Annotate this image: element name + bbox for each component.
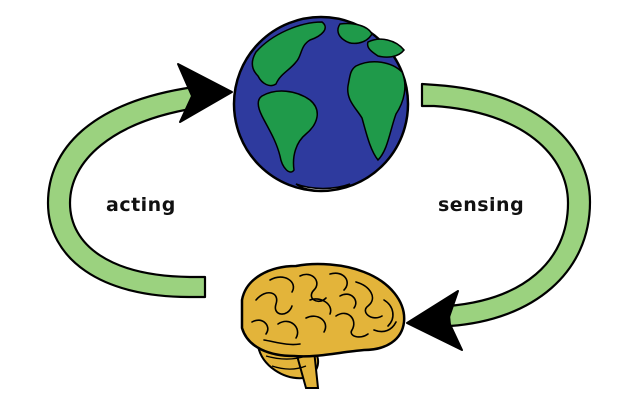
earth-globe [232, 15, 410, 193]
brain-folds [251, 272, 397, 346]
brain-cerebrum [240, 262, 406, 358]
continent-antarctica [295, 183, 351, 192]
continent-north-america [251, 21, 326, 87]
brain [240, 262, 406, 389]
cerebellum-folds [265, 355, 307, 370]
continent-greenland [337, 22, 373, 45]
continent-europe [366, 38, 405, 58]
continent-africa [347, 60, 406, 162]
sensing-arrow [406, 82, 592, 351]
continent-south-america [257, 90, 318, 173]
sensing-arrowhead [406, 290, 463, 351]
acting-label: acting [106, 194, 176, 216]
sensing-label: sensing [438, 194, 525, 216]
acting-arrowhead [177, 63, 233, 123]
acting-arrow [46, 63, 233, 299]
